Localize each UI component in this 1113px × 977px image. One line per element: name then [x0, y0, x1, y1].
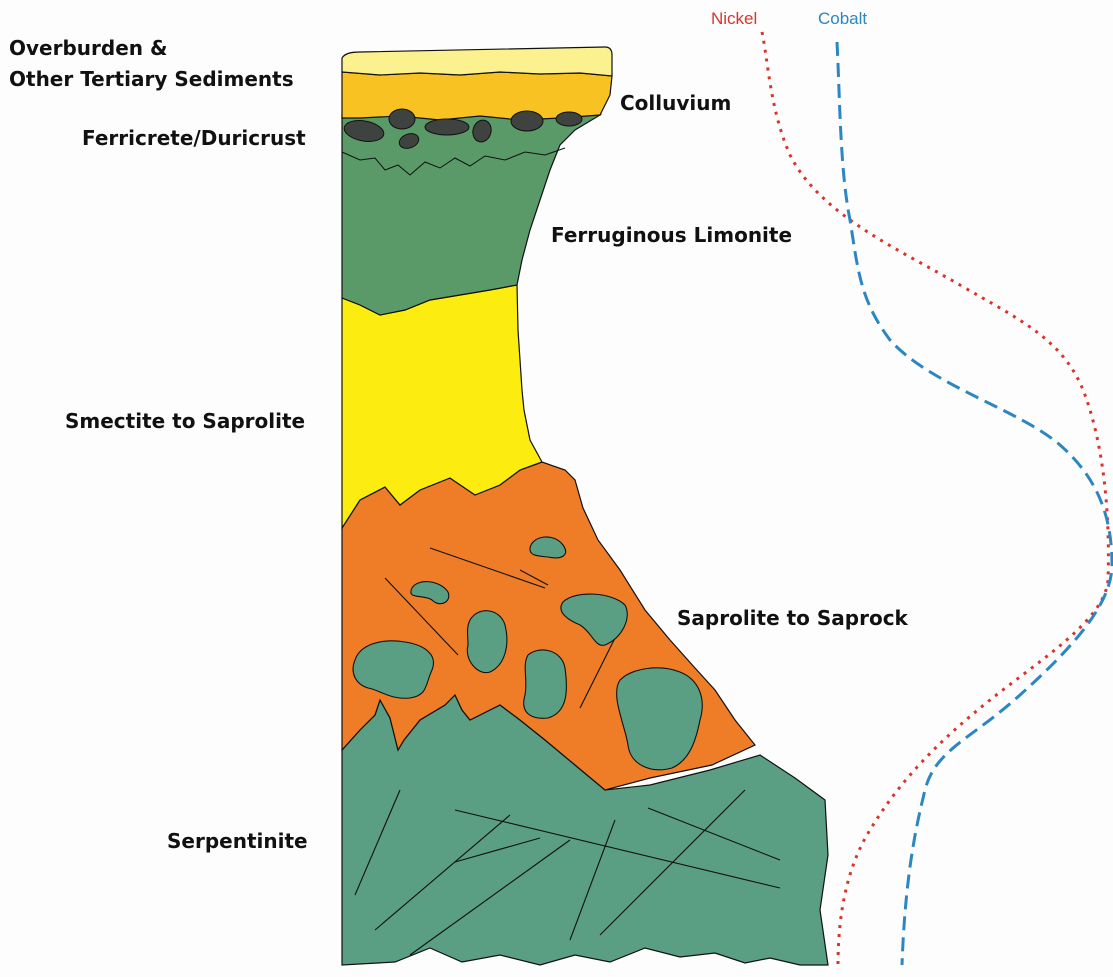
- ferricrete-label: Ferricrete/Duricrust: [82, 126, 306, 150]
- colluvium-label: Colluvium: [620, 91, 731, 115]
- nickel-label: Nickel: [711, 9, 757, 28]
- serpentinite-label: Serpentinite: [167, 829, 308, 853]
- limonite-layer: [342, 115, 600, 315]
- smectite-label: Smectite to Saprolite: [65, 409, 305, 433]
- overburden-label-line2: Other Tertiary Sediments: [9, 67, 294, 91]
- saprolite-label: Saprolite to Saprock: [677, 606, 909, 630]
- overburden-layer: [342, 47, 612, 76]
- overburden-label-line1: Overburden &: [9, 36, 167, 60]
- cobalt-curve: [837, 42, 1112, 965]
- cobalt-label: Cobalt: [818, 9, 867, 28]
- ferruginous-limonite-label: Ferruginous Limonite: [551, 223, 792, 247]
